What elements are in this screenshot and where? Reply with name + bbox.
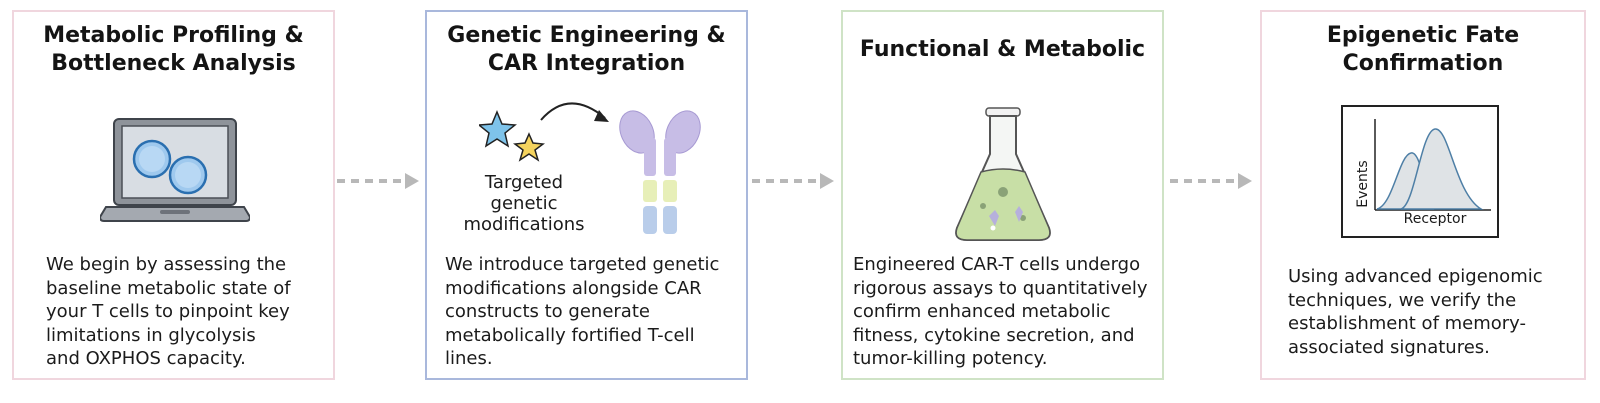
plot-xlabel: Receptor — [1403, 211, 1467, 227]
step-panel-epigenetic-fate: Epigenetic Fate Confirmation Events Rece… — [1260, 10, 1586, 380]
laptop-with-cells-icon — [100, 117, 250, 227]
step-panel-metabolic-profiling: Metabolic Profiling & Bottleneck Analysi… — [12, 10, 335, 380]
step-title: Functional & Metabolic — [859, 37, 1146, 62]
step-description: We introduce targeted genetic modificati… — [445, 254, 720, 369]
step-title: Epigenetic Fate Confirmation — [1326, 23, 1520, 76]
step-title: Genetic Engineering & CAR Integration — [447, 23, 726, 76]
dotted-arrow-icon — [1164, 169, 1256, 193]
dotted-arrow-icon — [335, 169, 427, 193]
step-description: Engineered CAR-T cells undergo rigorous … — [853, 254, 1148, 369]
step-title: Metabolic Profiling & Bottleneck Analysi… — [43, 23, 304, 76]
car-receptor-icon — [615, 108, 705, 238]
stars-with-curved-arrow-icon — [479, 94, 629, 174]
step-description: We begin by assessing the baseline metab… — [46, 254, 291, 369]
step-panel-functional-metabolic: Functional & Metabolic Engineered CAR-T … — [841, 10, 1164, 380]
flask-icon — [953, 106, 1053, 246]
plot-ylabel-text: Events — [1355, 160, 1371, 208]
dotted-arrow-icon — [748, 169, 840, 193]
step-description: Using advanced epigenomic techniques, we… — [1288, 266, 1543, 358]
histogram-icon — [1341, 105, 1499, 238]
step-panel-genetic-engineering: Genetic Engineering & CAR Integration Ta… — [425, 10, 748, 380]
plot-ylabel: Events — [1348, 149, 1378, 219]
illustration-label: Targeted genetic modifications — [463, 172, 585, 235]
